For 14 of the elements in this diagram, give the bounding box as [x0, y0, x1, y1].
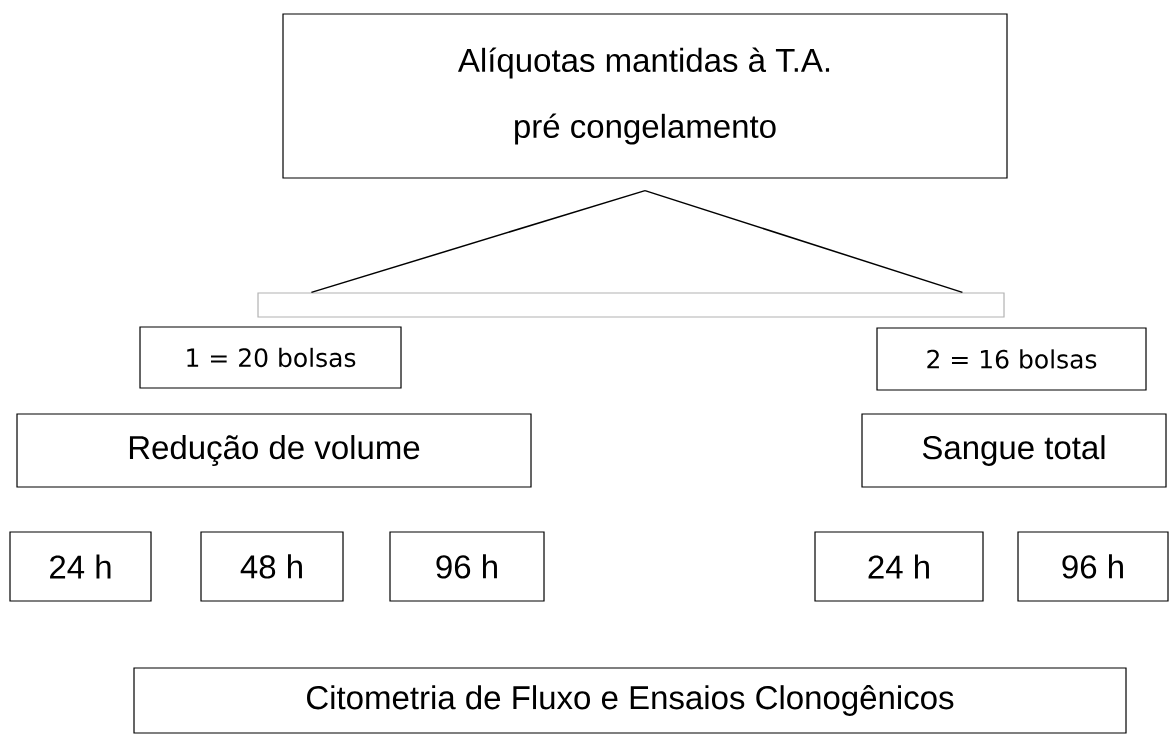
process-box: 2 = 16 bolsas: [876, 327, 1147, 391]
process-box: 96 h: [1017, 531, 1169, 602]
process-box: 48 h: [200, 531, 344, 602]
process-box: 24 h: [9, 531, 152, 602]
process-box: Redução de volume: [16, 413, 532, 488]
process-box: 1 = 20 bolsas: [139, 326, 402, 389]
process-box: Alíquotas mantidas à T.A. pré congelamento: [282, 13, 1008, 179]
process-box: Sangue total: [861, 413, 1167, 488]
process-box: Citometria de Fluxo e Ensaios Clonogênicos: [133, 667, 1127, 734]
process-box: 24 h: [814, 531, 984, 602]
process-box: 96 h: [389, 531, 545, 602]
connector-line: [310, 189, 646, 294]
connector-line: [644, 189, 964, 294]
bar: [257, 292, 1005, 318]
